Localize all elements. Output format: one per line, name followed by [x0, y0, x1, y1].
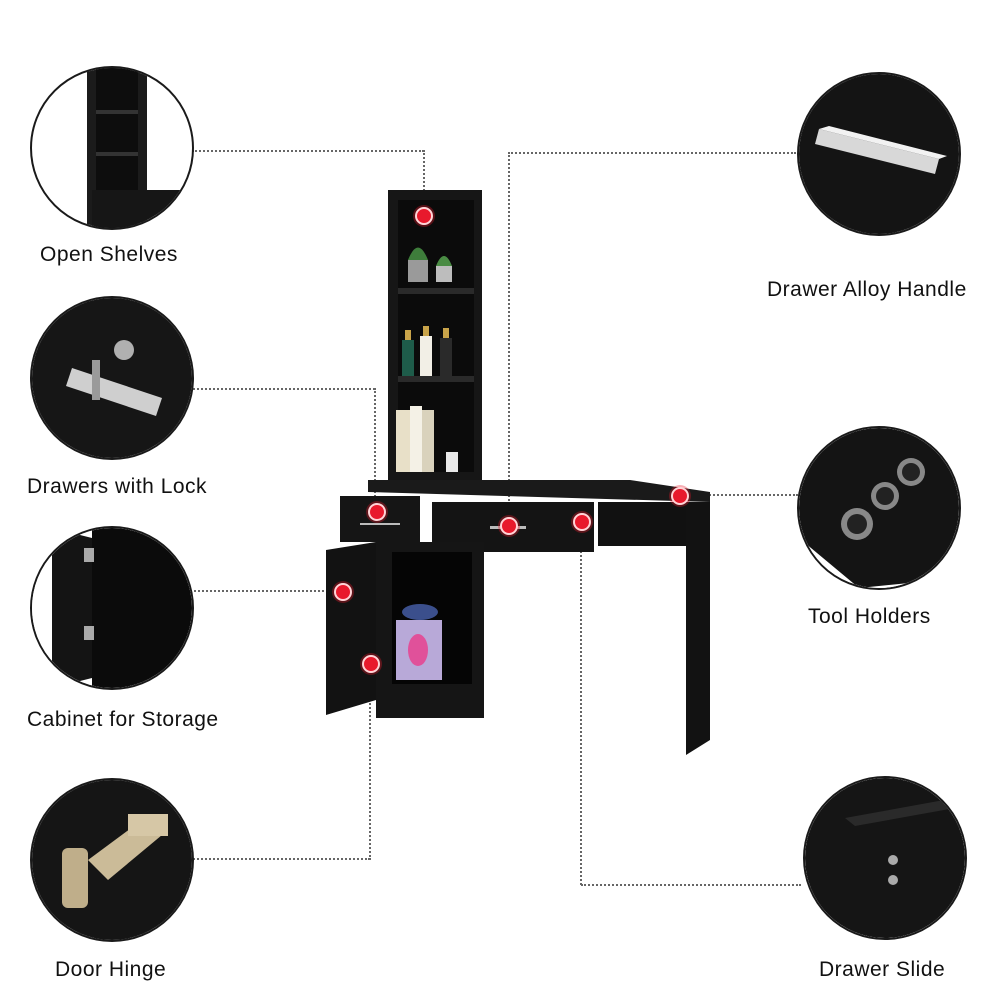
drawer-slide-detail-image — [803, 776, 967, 940]
open-shelves-detail-image — [30, 66, 194, 230]
tool-holders-detail-image — [797, 426, 961, 590]
leader-open-shelves-down — [423, 150, 425, 210]
marker-tool-holders[interactable] — [671, 487, 689, 505]
leader-tool-holders — [678, 494, 798, 496]
marker-alloy-handle[interactable] — [500, 517, 518, 535]
leader-door-hinge-up — [369, 672, 371, 860]
leader-open-shelves — [192, 150, 424, 152]
door-hinge-detail-image — [30, 778, 194, 942]
door-hinge-label: Door Hinge — [55, 958, 167, 981]
cabinet-for-storage-label: Cabinet for Storage — [27, 708, 219, 731]
leader-cabinet — [190, 590, 340, 592]
marker-drawer-slide[interactable] — [573, 513, 591, 531]
drawer-slide-label: Drawer Slide — [819, 958, 946, 981]
open-shelves-label: Open Shelves — [40, 243, 178, 266]
drawers-with-lock-detail-image — [30, 296, 194, 460]
leader-alloy-handle — [508, 152, 796, 154]
marker-drawers-lock[interactable] — [368, 503, 386, 521]
tool-holders-label: Tool Holders — [808, 605, 931, 628]
cabinet-for-storage-detail-image — [30, 526, 194, 690]
marker-cabinet[interactable] — [334, 583, 352, 601]
vanity-desk-image — [326, 190, 710, 755]
marker-door-hinge[interactable] — [362, 655, 380, 673]
drawer-alloy-handle-label: Drawer Alloy Handle — [767, 278, 967, 301]
leader-drawer-slide — [581, 884, 801, 886]
leader-door-hinge — [190, 858, 370, 860]
leader-drawers-lock — [190, 388, 375, 390]
marker-open-shelves[interactable] — [415, 207, 433, 225]
leader-alloy-handle-down — [508, 152, 510, 524]
drawer-alloy-handle-detail-image — [797, 72, 961, 236]
drawers-with-lock-label: Drawers with Lock — [27, 475, 208, 498]
leader-drawer-slide-up — [580, 522, 582, 885]
leader-drawers-lock-down — [374, 388, 376, 508]
